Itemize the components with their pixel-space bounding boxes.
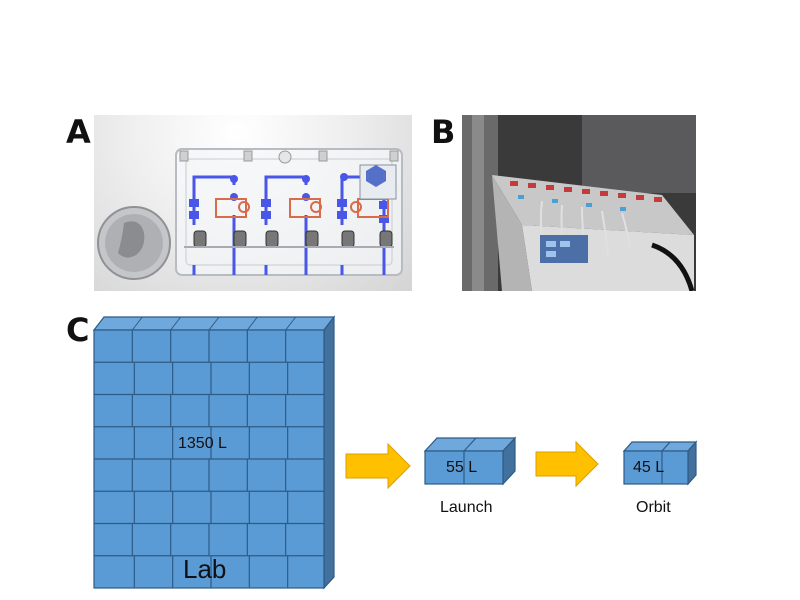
panel-a-letter: A	[66, 113, 91, 151]
lab-equipment-photo	[462, 115, 696, 291]
launch-cube-stack	[423, 436, 517, 486]
panel-c-letter: C	[66, 311, 90, 349]
orbit-volume-label: 45 L	[633, 459, 664, 476]
equipment-illustration	[462, 115, 696, 291]
arrow-launch-to-orbit	[535, 440, 599, 488]
lab-volume-label: 1350 L	[178, 435, 227, 452]
launch-label: Launch	[440, 499, 493, 516]
orbit-cube-stack	[622, 440, 698, 486]
panel-b-letter: B	[431, 113, 456, 151]
microfluidic-chip-photo	[94, 115, 412, 291]
lab-cube-stack	[92, 315, 336, 590]
launch-volume-label: 55 L	[446, 459, 477, 476]
arrow-lab-to-launch	[345, 442, 411, 490]
chip-illustration	[97, 148, 403, 280]
lab-label: Lab	[183, 554, 226, 584]
orbit-label: Orbit	[636, 499, 671, 516]
